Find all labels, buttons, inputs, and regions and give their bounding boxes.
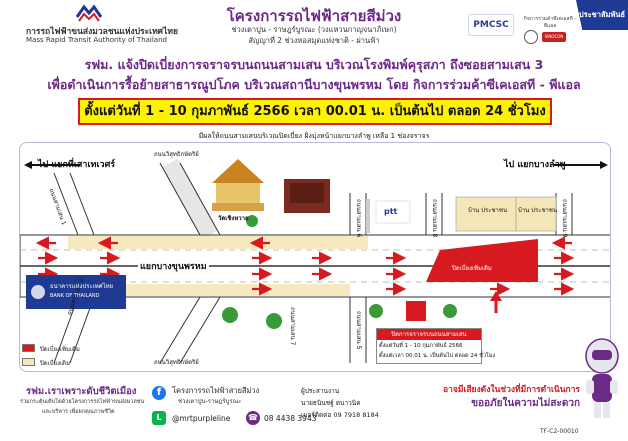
phone-icon[interactable]: ☎: [246, 411, 260, 425]
footer-slogan: รฟม.เราเพราะดับชีวิตเมือง: [26, 386, 137, 397]
mascot-icon: [585, 338, 619, 418]
house-label-2: บ้าน ประชาชน: [518, 207, 558, 214]
pmcsc-logo: PMCSC: [468, 14, 514, 36]
contact-phone: เบอร์ติดต่อ 09 7918 8184: [301, 411, 379, 419]
house-block-1: [455, 196, 517, 232]
org-name-th: การรถไฟฟ้าขนส่งมวลชนแห่งประเทศไทย: [26, 27, 178, 37]
document-code: TF-C2-00010: [540, 428, 579, 435]
top-road-label: ถนนวิสุทธิกษัตริย์: [154, 151, 199, 158]
footer-small-1: ร่วมกระตุ้นเติบโตด้วยโครงการรถไฟฟ้าขนส่ง…: [20, 399, 145, 405]
apology-line-1: อาจมีเสียงดังในช่วงที่มีการดำเนินการ: [442, 385, 580, 395]
header-bar: [0, 0, 628, 52]
soi-7-label: ถนนสามเสน 7: [289, 307, 296, 346]
pr-ribbon: ประชาสัมพันธ์: [576, 0, 628, 30]
facebook-page-sub: ช่วงเตาปูน-ราษฎร์บูรณะ: [178, 398, 242, 405]
project-title: โครงการรถไฟฟ้าสายสีม่วง: [226, 7, 402, 25]
phone-number[interactable]: 08 4438 3943: [264, 414, 317, 423]
lane-note: มีผลให้ถนนสามเสนบริเวณปิดเบี่ยง ฝั่งมุ่ง…: [198, 132, 430, 140]
contact-name: นายธนินชฐ์ ตนาวนิค: [301, 399, 361, 407]
headline-line-2: เพื่อดำเนินการรื้อย้ายสาธารณูปโภค บริเวณ…: [47, 77, 581, 92]
headline-line-1: รฟม. แจ้งปิดเบี่ยงการจราจรบนถนนสามเสน บร…: [84, 57, 544, 72]
line-icon[interactable]: L: [152, 411, 166, 425]
sinocon-logo: SINOCON: [542, 32, 566, 42]
soi-9-label: ถนนสามเสน 9: [561, 199, 568, 238]
temple-icon: [212, 159, 264, 211]
contractor-name: กิจการร่วมค้าซีเคเอสที - พีแอล: [523, 16, 577, 29]
new-closure-area: [426, 239, 538, 282]
small-building: [406, 301, 426, 321]
legend-old-label: ปิดเบี่ยงเดิม: [40, 360, 70, 367]
ptt-label: ptt: [384, 207, 398, 216]
map-drawing: [20, 158, 610, 364]
ptt-station: [375, 200, 411, 224]
info-box-line-2: ตั้งแต่เวลา 00.01 น. เป็นต้นไป ตลอด 24 ช…: [379, 353, 496, 359]
date-banner: ตั้งแต่วันที่ 1 - 10 กุมภาพันธ์ 2566 เวล…: [78, 98, 552, 125]
left-direction-label: ไป แยกที่เสาเทเวศร์: [38, 160, 116, 170]
temple-label: วัดเชิงหวาย: [218, 215, 249, 222]
project-subtitle-2: สัญญาที่ 2 ช่วงหอสมุดแห่งชาติ - ผ่านฟ้า: [248, 36, 380, 45]
facebook-page-name[interactable]: โครงการรถไฟฟ้าสายสีม่วง: [172, 386, 260, 395]
info-box-header: ปิดการจราจรบนถนนสามเสน: [377, 329, 481, 340]
bottom-road-label: ถนนวิสุทธิกษัตริย์: [154, 359, 199, 366]
contact-title: ผู้ประสานงาน: [301, 387, 340, 395]
legend-new-label: ปิดเบี่ยงเพิ่มเติม: [40, 346, 80, 353]
old-closure-area: [68, 236, 368, 249]
closure-info-box: ปิดการจราจรบนถนนสามเสน ตั้งแต่วันที่ 1 -…: [376, 328, 495, 364]
seal-icon: [524, 30, 538, 44]
facebook-icon[interactable]: f: [152, 386, 166, 400]
map-legend: ปิดเบี่ยงเพิ่มเติม ปิดเบี่ยงเดิม: [22, 342, 114, 372]
legend-new-swatch: [22, 344, 35, 352]
bot-en-label: BANK OF THAILAND: [50, 293, 100, 299]
soi-5-label: ถนนสามเสน 5: [355, 311, 362, 350]
info-box-line-1: ตั้งแต่วันที่ 1 - 10 กุมภาพันธ์ 2566: [379, 343, 463, 349]
closed-area-label: ปิดเบี่ยงเพิ่มเติม: [452, 265, 492, 272]
project-subtitle-1: ช่วงเตาปูน - ราษฎร์บูรณะ (วงแหวนกาญจนาภิ…: [231, 25, 397, 34]
right-direction-label: ไป แยกบางลำพู: [504, 160, 566, 170]
soi-6-label: ถนนสามเสน 6: [355, 199, 362, 238]
footer-small-2: และบริหาร เพื่อยกคุณภาพชีวิต: [42, 409, 115, 415]
traffic-map: ไป แยกที่เสาเทเวศร์ ไป แยกบางลำพู แยกบาง…: [19, 142, 611, 372]
mrta-logo-icon: [75, 4, 103, 22]
old-closure-area-2: [80, 284, 350, 296]
apology-line-2: ขออภัยในความไม่สะดวก: [471, 398, 580, 409]
main-road-label: แยกบางขุนพรหม: [138, 259, 209, 273]
house-block-2: [515, 196, 557, 232]
line-id[interactable]: @mrtpurpleline: [172, 414, 231, 423]
footer: [0, 376, 628, 441]
legend-old-swatch: [22, 358, 35, 366]
bot-label: ธนาคารแห่งประเทศไทย: [50, 283, 114, 290]
tree-icons: [222, 215, 457, 329]
soi-8-label: ถนนสามเสน 8: [431, 199, 438, 238]
house-label-1: บ้าน ประชาชน: [468, 207, 508, 214]
traffic-arrows: [35, 236, 575, 296]
org-name-en: Mass Rapid Transit Authority of Thailand: [26, 36, 167, 44]
